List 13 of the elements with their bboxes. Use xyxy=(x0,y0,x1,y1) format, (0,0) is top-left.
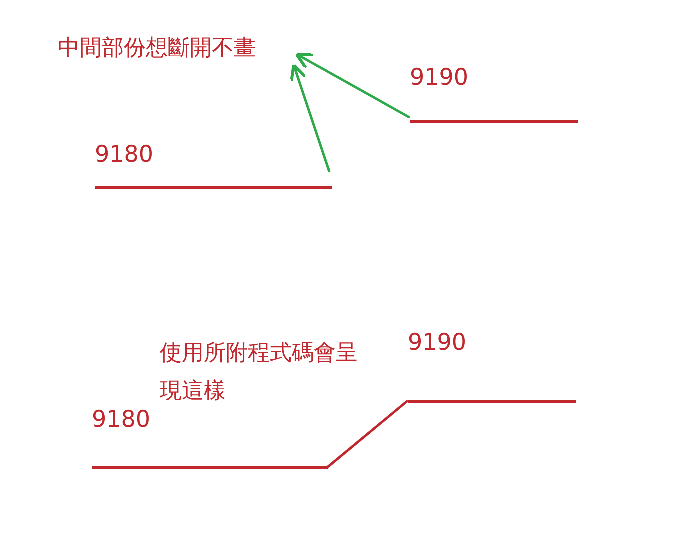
value-label: 9180 xyxy=(95,142,154,168)
chart-line xyxy=(92,407,328,469)
annotation-text: 中間部份想斷開不畫 xyxy=(58,35,256,63)
value-label: 9190 xyxy=(410,65,469,91)
note-text: 使用所附程式碼會呈現這樣 xyxy=(160,340,359,406)
chart-line xyxy=(95,142,332,189)
arrow xyxy=(295,52,411,119)
arrow xyxy=(290,64,331,172)
value-label: 9190 xyxy=(408,330,467,356)
chart-line xyxy=(408,330,576,403)
chart-line xyxy=(410,65,578,123)
value-label: 9180 xyxy=(92,407,151,433)
connecting-line xyxy=(327,400,409,468)
